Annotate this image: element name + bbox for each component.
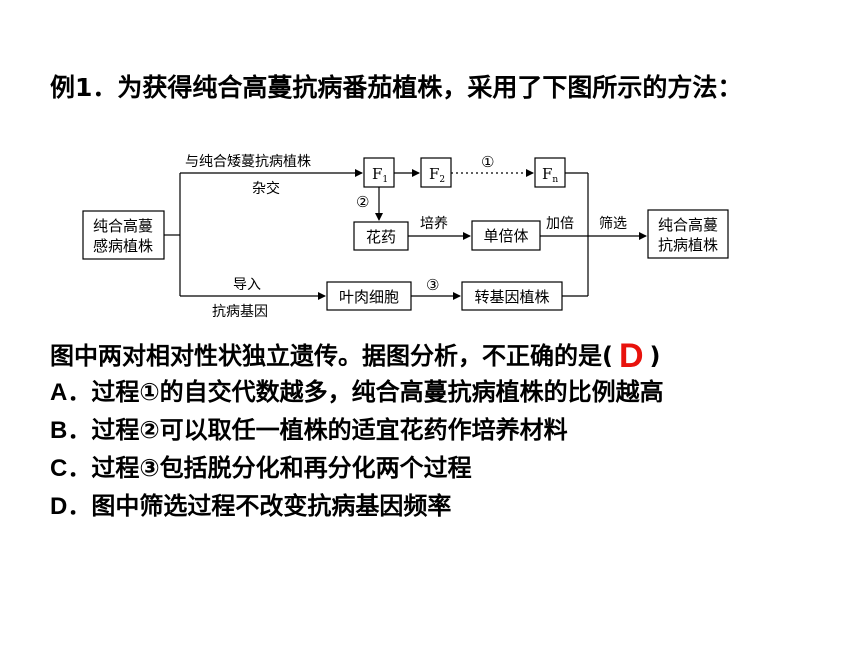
end-box [647,209,729,259]
anther-box [353,221,409,251]
end-box-line2: 抗病植株 [658,236,718,254]
mesophyll-label: 叶肉细胞 [339,288,399,306]
introduce-label-top: 导入 [233,277,261,293]
option-c-letter: C [50,455,68,482]
f2-label: F2 [429,165,445,185]
haploid-box [471,220,541,251]
option-b: B．过程②可以取任一植株的适宜花药作培养材料 [50,410,568,445]
question-title: 例1．为获得纯合高蔓抗病番茄植株，采用了下图所示的方法： [50,73,743,102]
haploid-label: 单倍体 [483,227,528,245]
question-stem-close: ) [649,342,661,370]
option-b-text: ．过程②可以取任一植株的适宜花药作培养材料 [67,416,568,444]
end-box-line1: 纯合高蔓 [658,216,718,234]
transgenic-box [461,281,563,311]
cross-label-top: 与纯合矮蔓抗病植株 [185,154,311,170]
question-stem: 图中两对相对性状独立遗传。据图分析，不正确的是(D) [50,334,661,375]
double-label: 加倍 [546,216,574,232]
process-3-label: ③ [426,276,439,294]
process-2-label: ② [356,193,369,211]
option-c-text: ．过程③包括脱分化和再分化两个过程 [67,454,472,482]
option-b-letter: B [50,417,68,444]
fn-label: Fn [542,165,558,185]
f2-box [420,157,452,188]
screen-label: 筛选 [599,216,627,232]
option-a-letter: A [50,379,68,406]
transgenic-label: 转基因植株 [474,288,549,306]
answer-mark: D [618,337,644,375]
start-box [82,210,165,260]
option-c: C．过程③包括脱分化和再分化两个过程 [50,448,472,483]
culture-label: 培养 [420,216,448,232]
option-d-text: ．图中筛选过程不改变抗病基因频率 [67,492,452,520]
option-d-letter: D [50,493,68,520]
start-box-line2: 感病植株 [93,237,153,255]
mesophyll-box [326,281,412,311]
process-1-label: ① [481,153,494,171]
introduce-label-bottom: 抗病基因 [212,303,268,320]
start-box-line1: 纯合高蔓 [93,217,153,235]
anther-label: 花药 [366,228,396,246]
f1-label: F1 [372,165,388,185]
option-d: D．图中筛选过程不改变抗病基因频率 [50,486,451,521]
option-a: A．过程①的自交代数越多，纯合高蔓抗病植株的比例越高 [50,372,664,407]
option-a-text: ．过程①的自交代数越多，纯合高蔓抗病植株的比例越高 [67,378,664,406]
cross-label-bottom: 杂交 [252,180,280,197]
question-stem-text: 图中两对相对性状独立遗传。据图分析，不正确的是( [50,342,613,370]
f1-box [363,157,395,188]
